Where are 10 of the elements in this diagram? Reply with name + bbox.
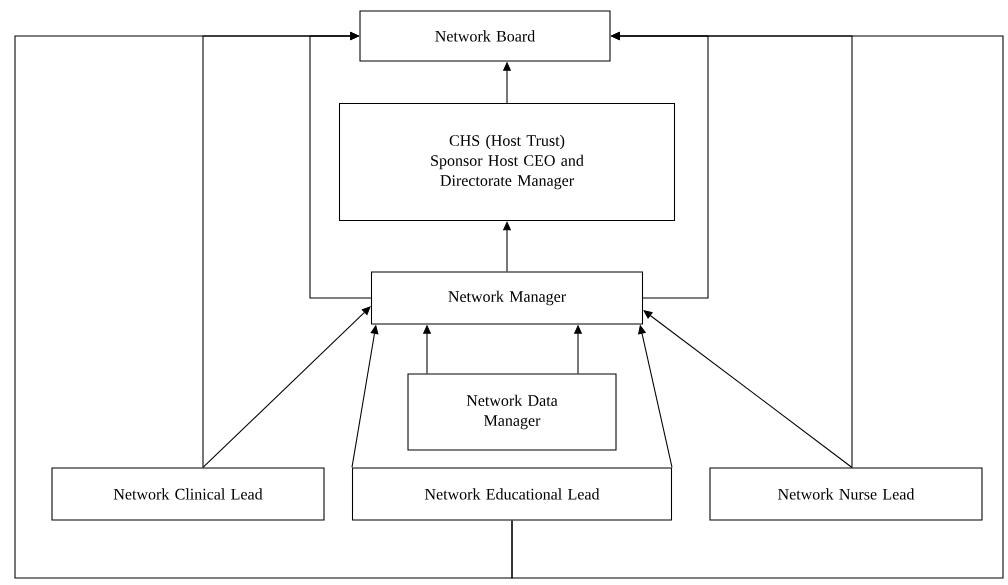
- role-box: Network Manager: [370, 271, 644, 325]
- role-box: Network Educational Lead: [351, 467, 673, 521]
- role-box: Network Data Manager: [407, 373, 617, 451]
- arrow: [643, 310, 853, 468]
- role-box: Network Nurse Lead: [709, 467, 983, 521]
- role-box: Network Clinical Lead: [51, 467, 325, 521]
- role-box: CHS (Host Trust) Sponsor Host CEO and Directorate Manager: [338, 102, 676, 222]
- arrow: [14, 31, 513, 579]
- role-box: Network Board: [359, 10, 611, 62]
- arrow: [202, 306, 371, 468]
